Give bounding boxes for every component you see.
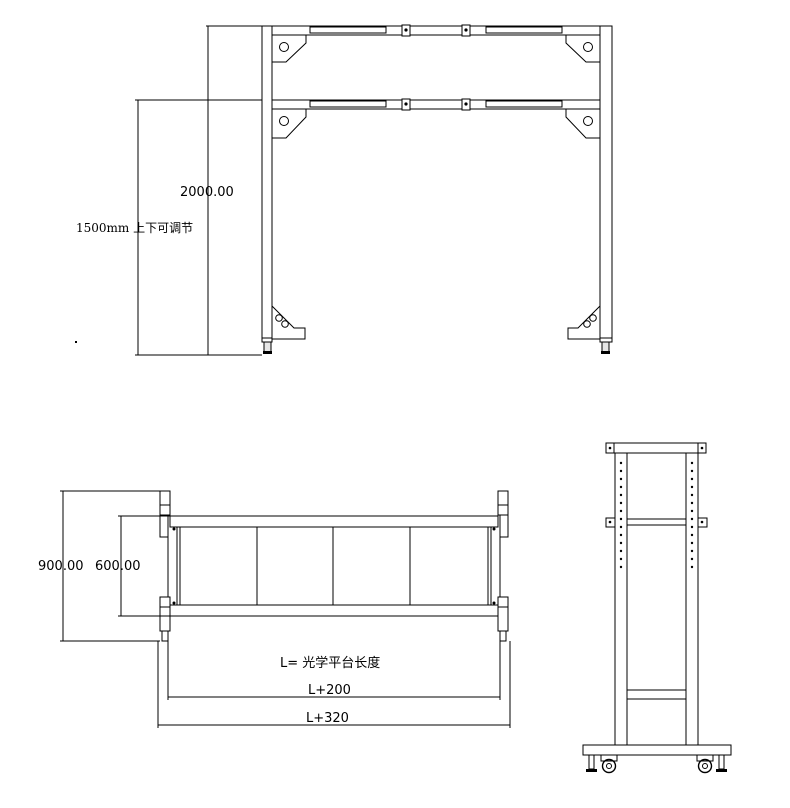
side-post-right-holes <box>690 461 694 569</box>
bracket-left-top-outer <box>159 490 171 506</box>
side-foot-left <box>588 754 595 770</box>
caster-right <box>696 754 714 774</box>
dim-L200-label: L+200 <box>308 683 351 698</box>
side-post-left-holes <box>619 461 623 569</box>
gusset-top-right <box>565 34 601 63</box>
adjustable-range-label: 1500mm 上下可调节 <box>76 221 193 235</box>
middle-beam-slot-right <box>485 100 563 108</box>
outer-depth-label: 900.00 <box>38 559 84 574</box>
front-view: 2000.00 1500mm 上下可调节 <box>75 24 613 356</box>
plan-inner-frame <box>176 526 492 606</box>
right-post <box>599 25 613 343</box>
gusset-mid-left <box>271 108 307 139</box>
top-beam <box>271 25 601 36</box>
middle-beam-slot-left <box>309 100 387 108</box>
height-total-label: 2000.00 <box>180 185 234 200</box>
top-beam-slot-left <box>309 26 387 34</box>
platform-length-note: L= 光学平台长度 <box>280 655 380 671</box>
gusset-top-left <box>271 34 307 63</box>
inner-depth-label: 600.00 <box>95 559 141 574</box>
side-middle-rail <box>626 518 687 526</box>
side-post-left <box>614 452 628 746</box>
plan-rail-top <box>169 515 499 528</box>
dim-L320-label: L+320 <box>306 711 349 726</box>
plan-view: 900.00 600.00 L= 光学平台长度 L+200 L+320 <box>38 490 511 728</box>
side-top-cap <box>613 442 699 454</box>
left-post <box>261 25 273 343</box>
side-foot-right <box>718 754 725 770</box>
top-beam-slot-right <box>485 26 563 34</box>
gusset-mid-right <box>565 108 601 139</box>
side-lower-rail <box>626 689 687 700</box>
middle-beam <box>271 99 601 110</box>
bracket-right-top-outer <box>497 490 509 506</box>
caster-left <box>600 754 618 774</box>
plan-rail-bottom <box>169 604 499 617</box>
side-view <box>582 442 732 774</box>
foot-left <box>271 304 306 340</box>
side-base-plate <box>582 744 732 756</box>
foot-right <box>567 304 601 340</box>
side-post-right <box>685 452 699 746</box>
